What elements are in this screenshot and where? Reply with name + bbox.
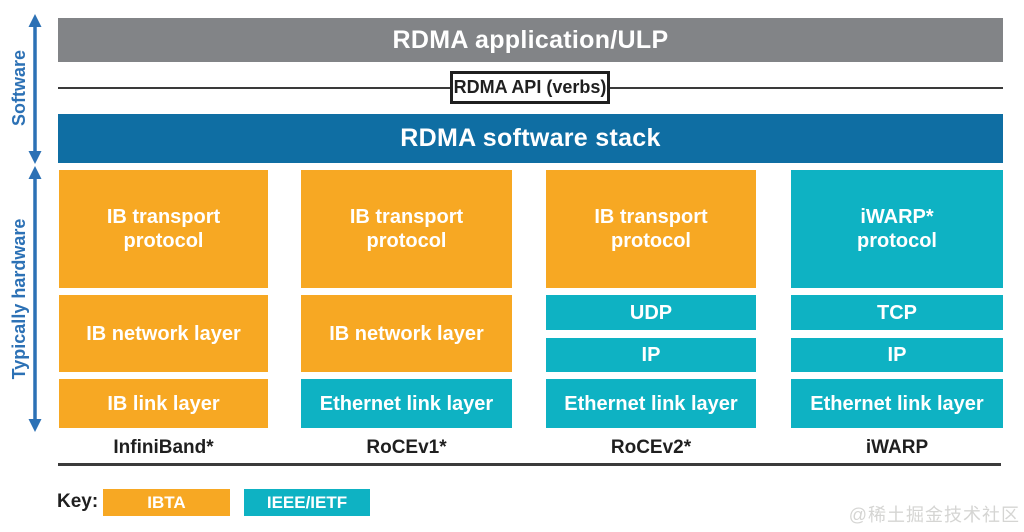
stack-box-iwarp-protocol: iWARP* protocol	[791, 170, 1003, 288]
column-label-rocev2: RoCEv2*	[610, 437, 692, 458]
hardware-range-double-arrow-icon	[28, 166, 42, 432]
stack-box-ip: IP	[546, 338, 756, 372]
footer-divider-line	[58, 463, 1001, 466]
stack-box-ib-network: IB network layer	[301, 295, 512, 372]
stack-box-tcp: TCP	[791, 295, 1003, 330]
stack-box-ib-network: IB network layer	[59, 295, 268, 372]
column-label-infiniband: InfiniBand*	[113, 437, 214, 458]
software-side-label: Software	[8, 49, 29, 127]
rdma-api-verbs-box: RDMA API (verbs)	[450, 71, 610, 104]
stack-box-ib-link: IB link layer	[59, 379, 268, 428]
stack-box-ethernet-link: Ethernet link layer	[301, 379, 512, 428]
key-label: Key:	[57, 491, 99, 512]
stack-box-ib-transport: IB transport protocol	[546, 170, 756, 288]
watermark-text: @稀土掘金技术社区	[848, 505, 1020, 525]
column-label-iwarp: iWARP	[865, 437, 929, 458]
software-range-double-arrow-icon	[28, 14, 42, 164]
key-swatch-ibta: IBTA	[103, 489, 230, 516]
rdma-application-bar: RDMA application/ULP	[58, 18, 1003, 62]
column-label-rocev1: RoCEv1*	[366, 437, 447, 458]
stack-box-ib-transport: IB transport protocol	[301, 170, 512, 288]
stack-box-udp: UDP	[546, 295, 756, 330]
stack-box-ethernet-link: Ethernet link layer	[791, 379, 1003, 428]
stack-box-ip: IP	[791, 338, 1003, 372]
key-swatch-ieee-ietf: IEEE/IETF	[244, 489, 370, 516]
stack-box-ib-transport: IB transport protocol	[59, 170, 268, 288]
rdma-software-stack-bar: RDMA software stack	[58, 114, 1003, 163]
stack-box-ethernet-link: Ethernet link layer	[546, 379, 756, 428]
hardware-side-label: Typically hardware	[8, 218, 29, 380]
